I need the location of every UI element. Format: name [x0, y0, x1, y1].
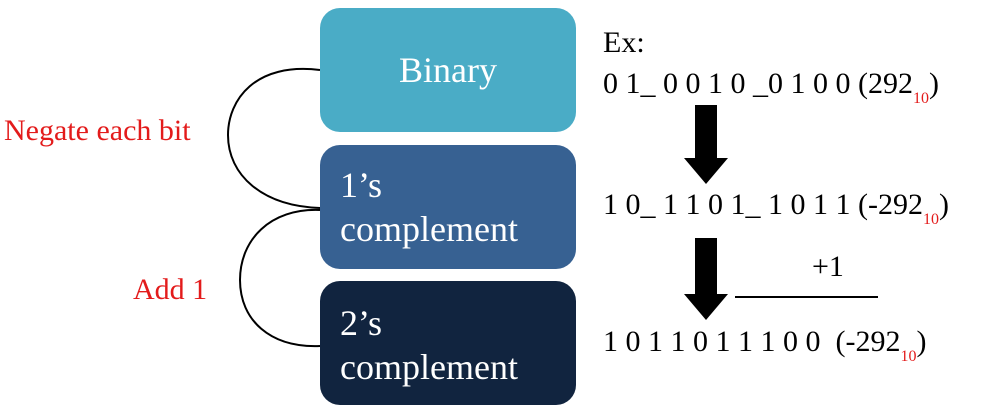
row3-value: (-292: [820, 325, 901, 358]
row2-bits: 1 0_ 1 1 0 1_ 1 0 1 1: [603, 188, 851, 221]
down-arrow-1: [684, 105, 728, 184]
twos-complement-line2: complement: [340, 347, 518, 387]
ones-complement-line1: 1’s: [340, 165, 383, 205]
row1-value: (292: [850, 67, 913, 100]
row3-bits: 1 0 1 1 0 1 1 1 0 0: [603, 325, 821, 358]
negate-label: Negate each bit: [4, 114, 191, 147]
add-one-connector: [238, 208, 321, 348]
ones-complement-example-row: 1 0_ 1 1 0 1_ 1 0 1 1 (-29210): [603, 188, 949, 228]
twos-complement-box: 2’s complement: [320, 281, 576, 405]
negate-connector: [226, 67, 321, 209]
row1-bits: 0 1_ 0 0 1 0 _0 1 0 0: [603, 67, 851, 100]
down-arrow-2: [684, 238, 728, 320]
add-one-label: Add 1: [133, 273, 208, 306]
ones-complement-box: 1’s complement: [320, 145, 576, 269]
ones-complement-line2: complement: [340, 209, 518, 249]
twos-complement-line1: 2’s: [340, 303, 383, 343]
binary-box: Binary: [320, 8, 576, 132]
plus-one-label: +1: [812, 250, 844, 283]
binary-example-row: 0 1_ 0 0 1 0 _0 1 0 0 (29210): [603, 67, 939, 107]
example-title: Ex:: [603, 26, 645, 59]
binary-box-label: Binary: [399, 50, 497, 90]
row2-value: (-292: [850, 188, 923, 221]
row2-base: 10: [922, 211, 939, 228]
row3-close: ): [916, 325, 927, 358]
row2-close: ): [938, 188, 949, 221]
twos-complement-example-row: 1 0 1 1 0 1 1 1 0 0 (-29210): [603, 325, 927, 365]
row1-close: ): [929, 67, 939, 100]
row3-base: 10: [900, 348, 917, 365]
row1-base: 10: [913, 90, 929, 107]
